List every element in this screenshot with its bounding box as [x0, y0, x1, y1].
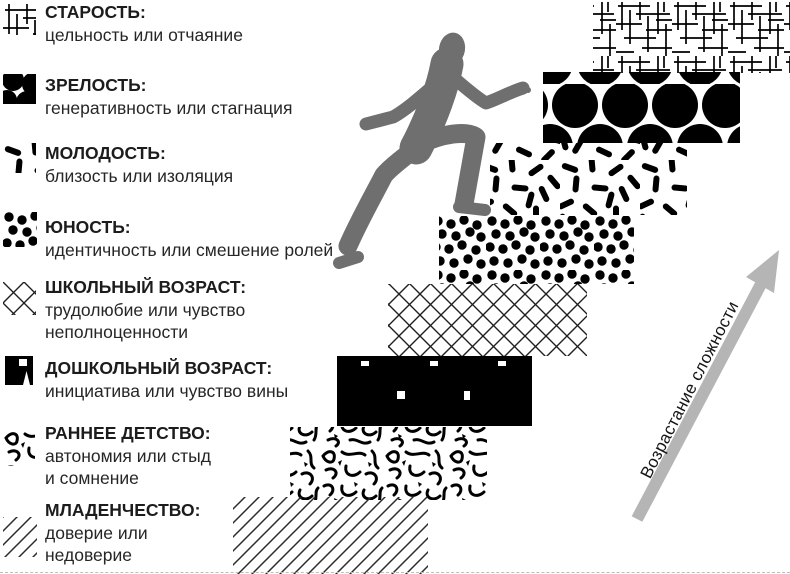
stage-item-infancy: МЛАДЕНЧЕСТВО: доверие или недоверие — [3, 498, 348, 566]
stage-title: ЮНОСТЬ: — [45, 217, 131, 237]
stage-title: СТАРОСТЬ: — [45, 2, 146, 22]
step-maturity — [543, 72, 740, 143]
stage-title: ЗРЕЛОСТЬ: — [45, 75, 147, 95]
stage-description: цельность или отчаяние — [45, 25, 243, 45]
step-early-childhood — [290, 427, 487, 500]
stage-title: ДОШКОЛЬНЫЙ ВОЗРАСТ: — [45, 358, 273, 378]
step-young-adulthood — [490, 143, 687, 215]
stage-description: трудолюбие или чувство неполноценности — [45, 300, 246, 342]
stage-item-young-adulthood: МОЛОДОСТЬ: близость или изоляция — [3, 141, 348, 188]
complexity-arrow — [631, 250, 779, 522]
step-preschool-age — [337, 356, 532, 426]
diagonal-lines-pattern-icon — [3, 517, 37, 562]
lattice-pattern-icon — [3, 282, 36, 320]
step-adolescence — [439, 216, 634, 284]
stage-description: автономия или стыд и сомнение — [45, 446, 211, 488]
stage-item-early-childhood: РАННЕЕ ДЕТСТВО: автономия или стыд и сом… — [3, 421, 348, 489]
stage-item-old-age: СТАРОСТЬ: цельность или отчаяние — [3, 0, 348, 47]
stage-title: РАННЕЕ ДЕТСТВО: — [45, 423, 211, 443]
squiggle-pattern-icon — [3, 430, 35, 471]
stage-title: МОЛОДОСТЬ: — [45, 143, 166, 163]
stage-description: доверие или недоверие — [45, 523, 148, 565]
stage-description: близость или изоляция — [45, 166, 234, 186]
grid-pattern-icon — [3, 4, 36, 40]
stage-item-school-age: ШКОЛЬНЫЙ ВОЗРАСТ: трудолюбие или чувство… — [3, 275, 348, 343]
step-school-age — [388, 284, 587, 356]
dashes-pattern-icon — [3, 143, 36, 178]
stage-item-preschool-age: ДОШКОЛЬНЫЙ ВОЗРАСТ: инициатива или чувст… — [3, 356, 348, 403]
staircase-steps — [233, 2, 790, 574]
stage-description: инициатива или чувство вины — [45, 381, 289, 401]
stage-title: ШКОЛЬНЫЙ ВОЗРАСТ: — [45, 277, 247, 297]
solid-black-pattern-icon — [3, 355, 34, 391]
stage-item-maturity: ЗРЕЛОСТЬ: генеративность или стагнация — [0, 69, 348, 120]
dots-pattern-icon — [3, 212, 37, 252]
stage-description: идентичность или смешение ролей — [45, 240, 334, 260]
big-circles-pattern-icon — [0, 69, 46, 113]
step-old-age — [593, 2, 790, 73]
arrow-head — [746, 250, 779, 293]
stage-title: МЛАДЕНЧЕСТВО: — [45, 500, 201, 520]
step-infancy — [233, 497, 428, 574]
stage-item-adolescence: ЮНОСТЬ: идентичность или смешение ролей — [3, 212, 348, 262]
bottom-edge-line — [0, 572, 790, 573]
stage-description: генеративность или стагнация — [45, 98, 293, 118]
climbing-person-silhouette — [333, 32, 531, 269]
